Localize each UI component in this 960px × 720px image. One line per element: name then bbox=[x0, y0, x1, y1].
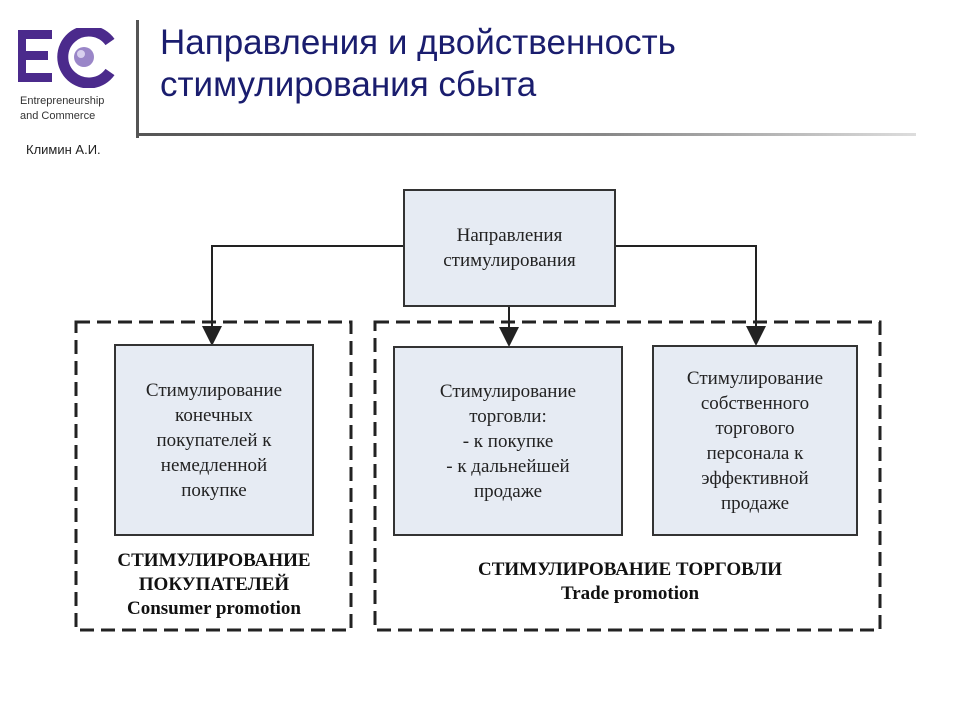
trade-box-line: - к дальнейшей bbox=[446, 455, 570, 477]
author-name: Климин А.И. bbox=[26, 142, 101, 157]
trade-group-label-line1: СТИМУЛИРОВАНИЕ ТОРГОВЛИ bbox=[477, 559, 783, 580]
trade-box-line: продаже bbox=[473, 480, 543, 502]
trade-box-line: - к покупке bbox=[462, 430, 554, 452]
root-box-line1: Направления bbox=[456, 225, 563, 246]
header-divider-horizontal bbox=[136, 133, 916, 136]
consumer-group-frame bbox=[74, 320, 353, 632]
page-title-line1: Направления и двойственность bbox=[160, 23, 676, 62]
trade-group-label-line2: Trade promotion bbox=[560, 583, 700, 604]
consumer-box-line: конечных bbox=[175, 404, 253, 426]
consumer-box: Стимулирование конечных покупателей к не… bbox=[114, 344, 314, 536]
trade-group-frame bbox=[373, 320, 882, 632]
root-box: Направления стимулирования bbox=[403, 189, 616, 307]
page-title: Направления и двойственность стимулирова… bbox=[160, 22, 900, 106]
page-title-line2: стимулирования сбыта bbox=[160, 65, 537, 104]
logo-subtitle-line1: Entrepreneurship bbox=[20, 95, 105, 107]
staff-box-line: собственного bbox=[700, 392, 810, 414]
ec-logo bbox=[18, 28, 115, 88]
staff-box-line: продаже bbox=[720, 492, 790, 514]
consumer-group-label: СТИМУЛИРОВАНИЕ ПОКУПАТЕЛЕЙ Consumer prom… bbox=[80, 549, 348, 621]
root-box-line2: стимулирования bbox=[443, 250, 576, 271]
consumer-box-line: покупке bbox=[181, 479, 247, 501]
consumer-box-line: Стимулирование bbox=[145, 379, 283, 401]
header-divider-vertical bbox=[136, 20, 139, 138]
consumer-group-label-line2: ПОКУПАТЕЛЕЙ bbox=[138, 574, 290, 595]
consumer-group-label-line3: Consumer promotion bbox=[126, 598, 301, 619]
connector-left bbox=[202, 245, 403, 346]
consumer-box-line: покупателей к bbox=[156, 429, 272, 451]
staff-box-line: Стимулирование bbox=[686, 367, 824, 389]
staff-box-line: персонала к bbox=[706, 442, 804, 464]
logo-subtitle: Entrepreneurship and Commerce bbox=[20, 94, 130, 124]
trade-box: Стимулирование торговли: - к покупке - к… bbox=[393, 346, 623, 536]
staff-box-line: торгового bbox=[715, 417, 795, 439]
consumer-group-label-line1: СТИМУЛИРОВАНИЕ bbox=[117, 550, 311, 571]
staff-box-line: эффективной bbox=[701, 467, 809, 489]
trade-group-label: СТИМУЛИРОВАНИЕ ТОРГОВЛИ Trade promotion bbox=[380, 558, 880, 606]
trade-box-line: торговли: bbox=[469, 405, 547, 427]
staff-box: Стимулирование собственного торгового пе… bbox=[652, 345, 858, 536]
trade-box-line: Стимулирование bbox=[439, 380, 577, 402]
logo-subtitle-line2: and Commerce bbox=[20, 110, 96, 122]
consumer-box-line: немедленной bbox=[160, 454, 268, 476]
connector-right bbox=[616, 245, 766, 346]
